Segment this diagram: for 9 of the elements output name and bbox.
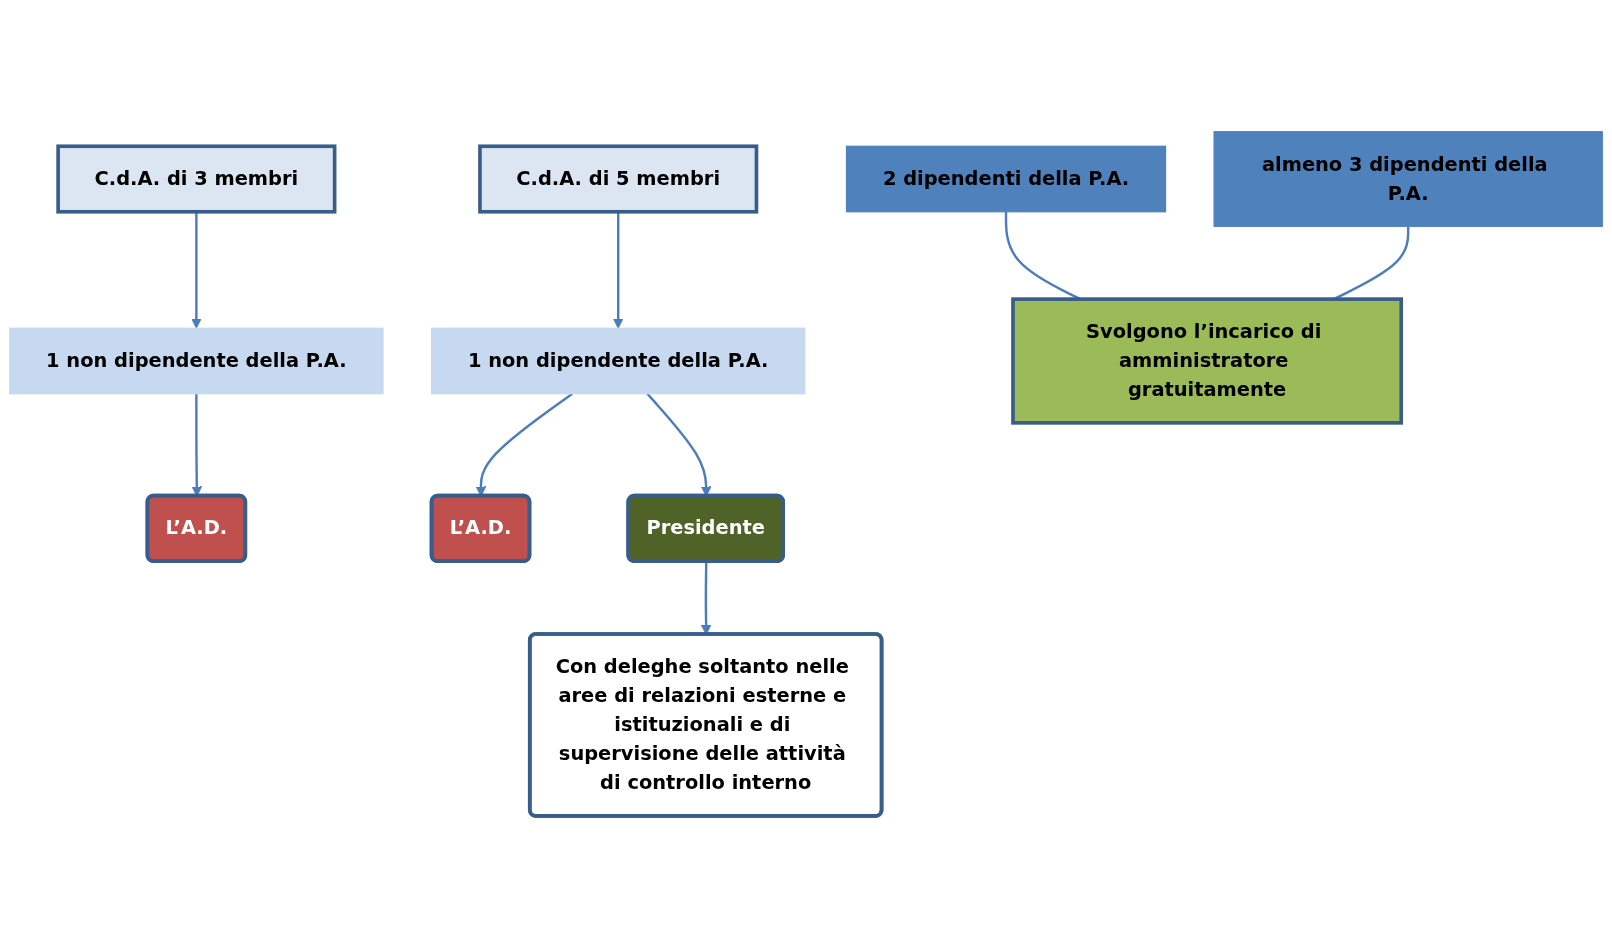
node-box: C.d.A. di 5 membri [478,144,759,214]
node-box: 1 non dipendente della P.A. [430,327,806,395]
arrow [612,211,624,329]
node-box: 2 dipendenti della P.A. [845,145,1167,213]
node-box: almeno 3 dipendenti della P.A. [1213,130,1603,227]
node-box: 1 non dipendente della P.A. [9,327,384,395]
arrow [191,211,202,329]
node-box: C.d.A. di 3 membri [56,144,337,214]
node-box: Svolgono l’incarico di amministratore gratuitamente [1011,297,1404,425]
